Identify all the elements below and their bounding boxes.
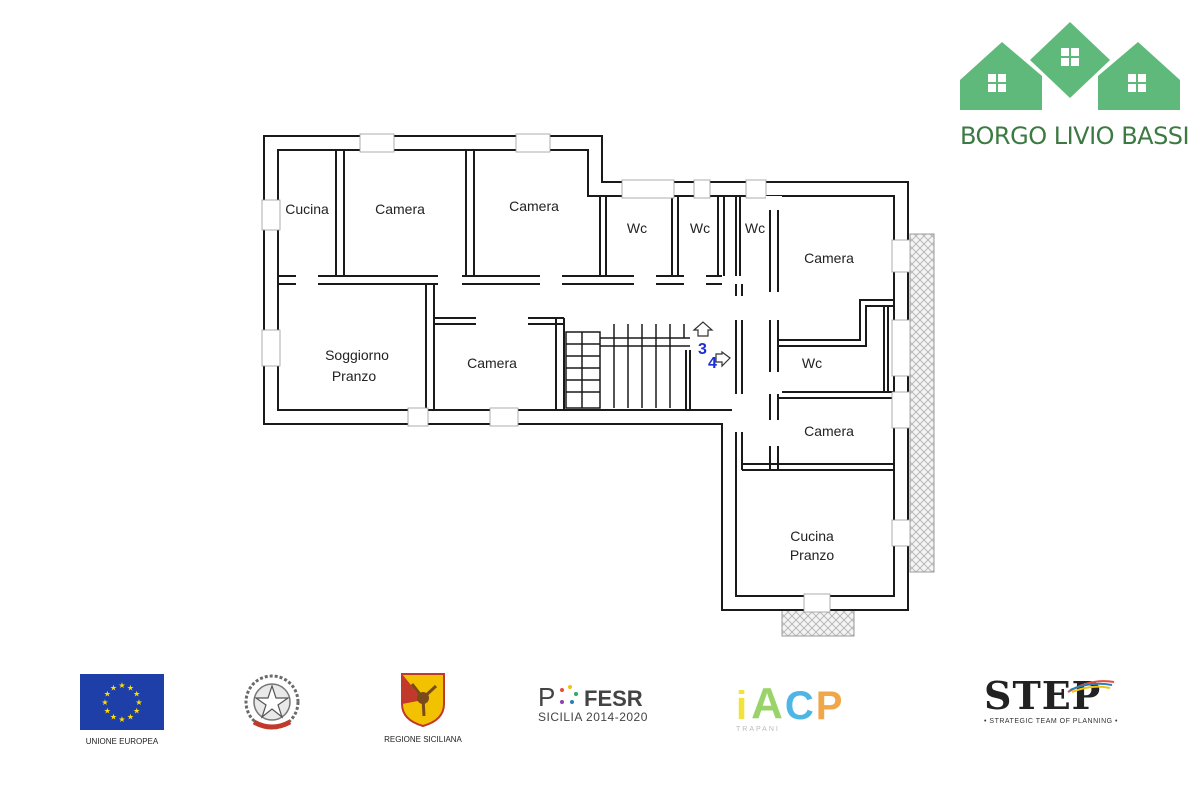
iacp-letter-a: A <box>751 679 783 728</box>
stair-up-arrow-icon <box>692 321 714 337</box>
room-label-pranzo-2: Pranzo <box>790 547 835 563</box>
step-swoosh-icon <box>1067 680 1115 693</box>
room-label-soggiorno: Soggiorno <box>325 347 389 363</box>
room-label-camera-2: Camera <box>509 198 559 214</box>
iacp-letter-p: P <box>815 684 843 728</box>
eu-star-icon: ★ <box>133 690 140 699</box>
room-label-wc-3: Wc <box>745 220 765 236</box>
po-fesr-title: FESR <box>584 686 643 711</box>
room-label-camera-1: Camera <box>375 201 425 217</box>
po-fesr-prefix: P <box>538 682 556 712</box>
staircase <box>565 324 690 409</box>
brand-name: BORGO LIVIO BASSI <box>960 122 1190 150</box>
po-fesr-logo: P FESR SICILIA 2014-2020 <box>538 682 658 732</box>
regione-siciliana-logo: REGIONE SICILIANA <box>378 672 468 744</box>
room-label-cucina-2: Cucina <box>790 528 834 544</box>
italian-emblem-icon <box>244 674 300 730</box>
balcony-south <box>781 609 855 637</box>
room-label-camera-3: Camera <box>804 250 854 266</box>
sponsor-logos: ★★★★★★★★★★★★ UNIONE EUROPEA REGIONE SICI… <box>0 660 1200 770</box>
eu-star-icon: ★ <box>118 681 125 690</box>
trinacria-shield-icon <box>401 673 445 728</box>
po-fesr-subtitle: SICILIA 2014-2020 <box>538 710 648 724</box>
room-label-wc-2: Wc <box>690 220 710 236</box>
room-label-camera-5: Camera <box>804 423 854 439</box>
room-label-pranzo: Pranzo <box>332 368 377 384</box>
eu-star-icon: ★ <box>127 683 134 692</box>
eu-star-icon: ★ <box>118 715 125 724</box>
stair-arrows <box>692 321 731 368</box>
room-label-wc-1: Wc <box>627 220 647 236</box>
step-subtitle: • STRATEGIC TEAM OF PLANNING • <box>984 718 1118 725</box>
eu-star-icon: ★ <box>133 707 140 716</box>
eu-flag-icon: ★★★★★★★★★★★★ <box>80 674 164 730</box>
iacp-logo: i A C P TRAPANI <box>736 682 906 738</box>
balcony-east <box>909 233 935 573</box>
stair-number-3: 3 <box>698 341 707 358</box>
window-openings <box>261 133 911 613</box>
room-label-wc-4: Wc <box>802 355 822 371</box>
step-logo: STEP • STRATEGIC TEAM OF PLANNING • <box>984 676 1124 736</box>
iacp-letter-c: C <box>784 684 814 728</box>
eu-star-icon: ★ <box>104 690 111 699</box>
eu-star-icon: ★ <box>104 707 111 716</box>
eu-star-icon: ★ <box>101 698 108 707</box>
eu-star-icon: ★ <box>135 698 142 707</box>
step-title: STEP <box>984 673 1102 718</box>
iacp-letter-i: i <box>736 684 748 728</box>
door-openings <box>296 196 782 446</box>
iacp-caption: TRAPANI <box>736 726 780 733</box>
eu-star-icon: ★ <box>127 713 134 722</box>
eu-star-icon: ★ <box>110 713 117 722</box>
stair-number-4: 4 <box>708 355 717 372</box>
stars-icon <box>560 685 578 704</box>
eu-caption: UNIONE EUROPEA <box>85 737 159 746</box>
eu-logo: ★★★★★★★★★★★★ UNIONE EUROPEA <box>80 674 164 746</box>
eu-star-icon: ★ <box>110 683 117 692</box>
sicilia-caption: REGIONE SICILIANA <box>384 735 462 744</box>
room-label-cucina: Cucina <box>285 201 329 217</box>
repubblica-italiana-emblem <box>240 672 304 736</box>
borgo-livio-bassi-logo <box>960 22 1180 110</box>
room-label-camera-4: Camera <box>467 355 517 371</box>
stair-right-arrow-icon <box>715 350 731 368</box>
